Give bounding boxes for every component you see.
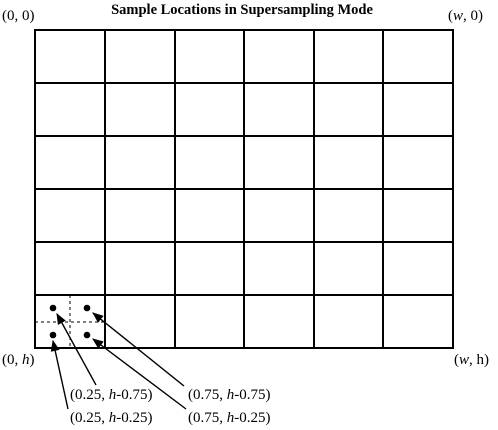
sample-point-top-left	[49, 304, 57, 312]
pixel-grid	[34, 29, 454, 349]
arrow-sample-top-right	[92, 312, 185, 387]
corner-label-bottom-left: (0, h)	[2, 352, 35, 368]
diagram-title: Sample Locations in Supersampling Mode	[111, 2, 373, 18]
arrow-sample-top-left	[56, 313, 97, 386]
corner-label-top-right: (w, 0)	[448, 8, 483, 24]
corner-label-bottom-right: (w, h)	[454, 352, 489, 368]
sample-point-bottom-left	[49, 331, 57, 339]
sample-point-top-right	[83, 304, 91, 312]
corner-label-top-left: (0, 0)	[2, 8, 35, 24]
arrow-sample-bottom-left	[50, 339, 69, 410]
arrow-sample-bottom-right	[92, 338, 187, 410]
sample-label-bottom-left: (0.25, h-0.25)	[70, 410, 153, 426]
sample-point-bottom-right	[83, 331, 91, 339]
sample-label-bottom-right: (0.75, h-0.25)	[188, 410, 271, 426]
sample-label-top-left: (0.25, h-0.75)	[70, 387, 153, 403]
sample-label-top-right: (0.75, h-0.75)	[188, 387, 271, 403]
